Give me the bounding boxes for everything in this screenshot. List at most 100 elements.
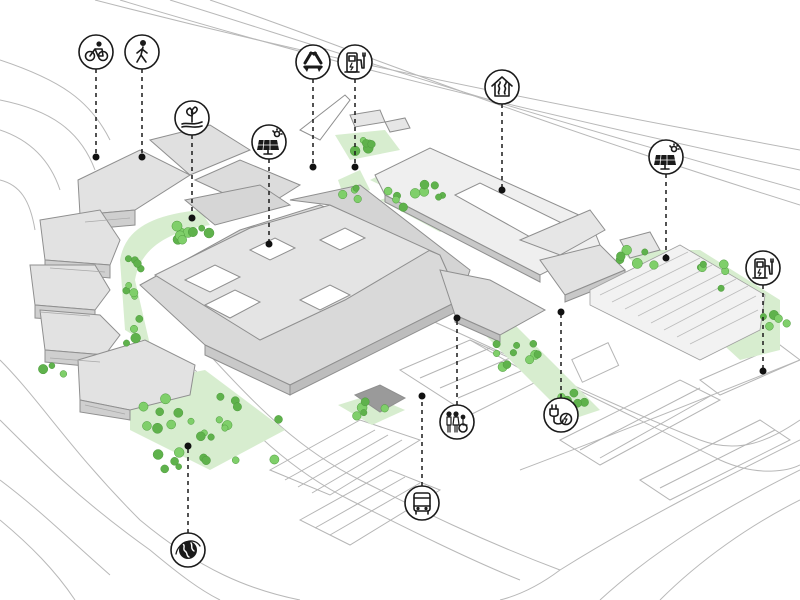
tree — [231, 456, 240, 464]
tree — [187, 227, 198, 237]
tree — [774, 314, 783, 323]
tree — [155, 407, 164, 417]
tree — [135, 315, 144, 323]
tree — [380, 404, 389, 413]
tree — [419, 179, 430, 190]
leader-dot — [309, 163, 317, 171]
leader-dot — [188, 214, 196, 222]
tree — [435, 193, 443, 201]
tree — [138, 401, 149, 412]
solar-panel-icon — [251, 124, 287, 160]
tree — [430, 181, 439, 190]
tree — [130, 324, 138, 333]
tree — [352, 411, 362, 421]
tree — [232, 402, 242, 412]
tree — [171, 220, 183, 232]
tree — [198, 224, 206, 232]
leader-dots — [92, 153, 767, 450]
tree — [123, 339, 130, 347]
tree — [353, 194, 362, 204]
tree — [398, 202, 408, 212]
tree — [166, 419, 176, 430]
tree — [216, 392, 225, 401]
main-hospital-complex — [139, 124, 547, 396]
leader-dot — [184, 442, 192, 450]
tree — [765, 322, 774, 331]
tree — [142, 421, 152, 431]
ev-charging-station-icon — [745, 250, 781, 286]
tree — [352, 184, 360, 192]
tree — [133, 259, 142, 268]
leader-dot — [453, 314, 461, 322]
tree — [360, 409, 368, 417]
globe-icon — [170, 532, 206, 568]
tree — [529, 340, 538, 348]
plant-in-hand-icon — [174, 100, 210, 136]
tree — [160, 393, 171, 405]
tree — [569, 388, 579, 398]
tree — [409, 188, 421, 199]
parking-lots — [268, 339, 800, 546]
house-heating-icon — [484, 69, 520, 105]
tree — [367, 140, 376, 149]
tree — [719, 259, 729, 270]
ev-plug-icon — [543, 397, 579, 433]
tree — [717, 284, 725, 292]
leader-lines — [95, 69, 764, 533]
bus-icon — [404, 485, 440, 521]
leader-dot — [265, 240, 273, 248]
tree — [152, 422, 163, 434]
leader-dot — [138, 153, 146, 161]
sustainability-icons — [78, 34, 781, 568]
tree — [502, 360, 512, 369]
leader-dot — [557, 308, 565, 316]
tree — [616, 251, 626, 261]
tree — [203, 227, 215, 239]
tree — [493, 349, 501, 357]
tree — [124, 255, 132, 263]
tree — [160, 464, 169, 474]
tree — [782, 319, 791, 328]
tree — [525, 355, 535, 365]
north-east-building — [374, 147, 626, 303]
leader-dot — [498, 186, 506, 194]
tree — [170, 457, 179, 466]
bicycle-icon — [78, 34, 114, 70]
tree — [492, 340, 501, 349]
tree — [533, 350, 542, 359]
tree — [201, 455, 211, 465]
tree — [38, 364, 49, 375]
leader-dot — [759, 367, 767, 375]
tree — [221, 424, 229, 432]
tree — [125, 282, 133, 289]
tree — [338, 189, 348, 200]
tree — [383, 186, 393, 196]
tree — [641, 248, 649, 256]
tree — [269, 454, 280, 465]
leader-dot — [662, 254, 670, 262]
west-ward-wings — [29, 149, 196, 421]
tree — [196, 431, 206, 442]
tree — [621, 244, 632, 256]
tree — [130, 332, 141, 344]
tree — [649, 260, 659, 270]
tree — [187, 417, 195, 425]
ev-charging-station-icon — [337, 44, 373, 80]
tree — [274, 415, 283, 424]
tree — [699, 260, 707, 268]
tree — [215, 416, 223, 424]
tree — [59, 370, 68, 378]
tree — [177, 235, 187, 245]
leader-dot — [351, 163, 359, 171]
tree — [173, 407, 184, 418]
tree — [360, 397, 370, 407]
recycle-icon — [295, 44, 331, 80]
accessible-family-icon — [439, 404, 475, 440]
solar-panel-icon — [648, 139, 684, 175]
pedestrian-icon — [124, 34, 160, 70]
tree — [513, 341, 521, 349]
leader-dot — [92, 153, 100, 161]
leader-dot — [418, 392, 426, 400]
